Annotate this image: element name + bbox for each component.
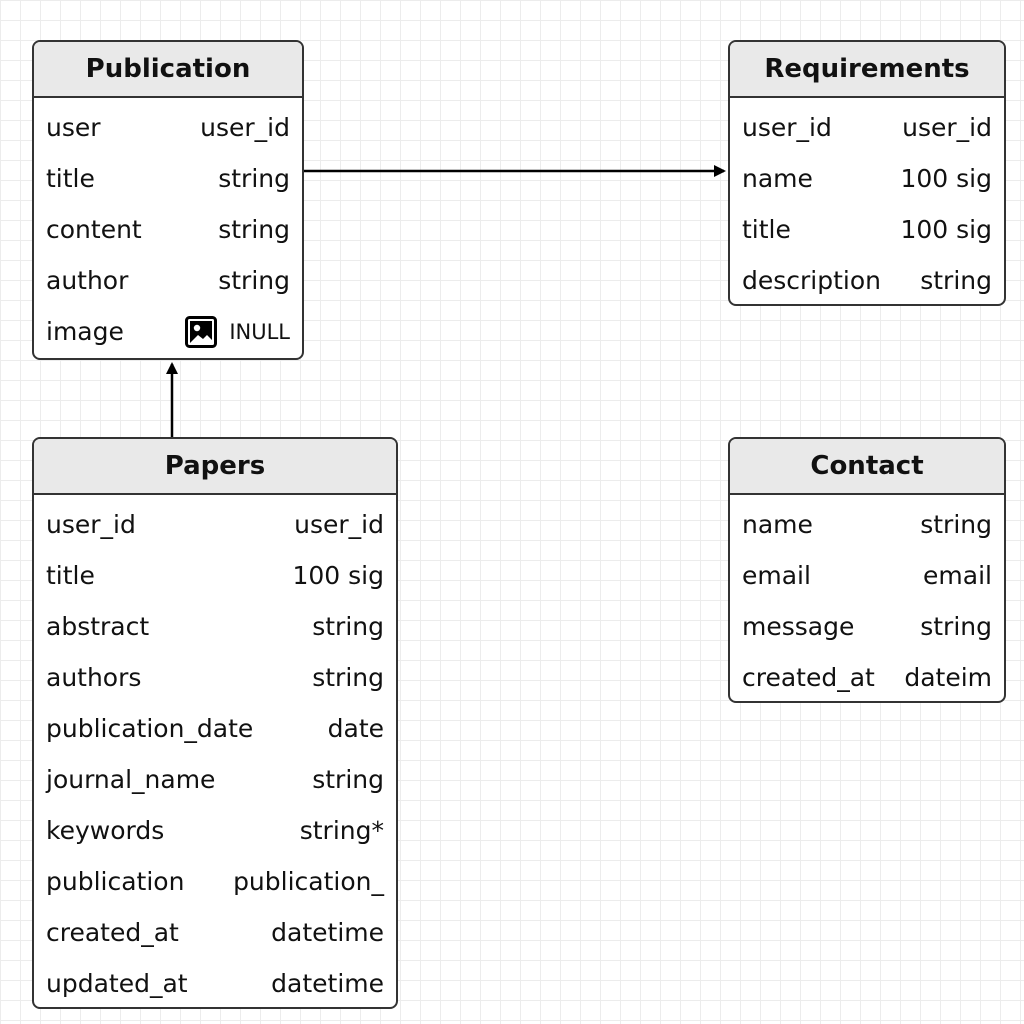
entity-title: Requirements [730,42,1004,98]
field-row: title 100 sig [742,204,992,255]
field-row: created_at dateim [742,652,992,701]
field-row: abstract string [46,601,384,652]
field-type: user_id [294,510,384,539]
field-name: user_id [742,113,832,142]
field-type: 100 sig [900,164,992,193]
field-name: user [46,113,101,142]
field-type: string [218,266,290,295]
field-name: description [742,266,882,295]
field-type: string [920,266,992,295]
field-name: title [742,215,791,244]
entity-publication[interactable]: Publication user user_id title string co… [32,40,304,360]
field-type: string [920,510,992,539]
field-row: journal_name string [46,754,384,805]
field-row: title string [46,153,290,204]
field-row: user user_id [46,102,290,153]
field-name: authors [46,663,142,692]
field-type: date [327,714,384,743]
field-row: publication publication_ [46,856,384,907]
field-type: user_id [902,113,992,142]
field-name: name [742,164,813,193]
field-name: title [46,561,95,590]
field-type: string* [299,816,384,845]
field-row: user_id user_id [46,499,384,550]
field-name: publication [46,867,185,896]
field-row: updated_at datetime [46,958,384,1007]
field-name: message [742,612,855,641]
field-row: created_at datetime [46,907,384,958]
field-type: string [312,663,384,692]
field-name: publication_date [46,714,254,743]
field-type: user_id [200,113,290,142]
field-type: dateim [904,663,992,692]
field-name: created_at [742,663,875,692]
field-type: string [218,215,290,244]
field-type: string [312,612,384,641]
field-name: image [46,317,124,346]
entity-papers[interactable]: Papers user_id user_id title 100 sig abs… [32,437,398,1009]
field-name: keywords [46,816,165,845]
field-type-group: INULL [185,315,290,348]
field-type: datetime [271,918,384,947]
field-name: author [46,266,129,295]
field-type: datetime [271,969,384,998]
field-row: email email [742,550,992,601]
field-row: user_id user_id [742,102,992,153]
field-row: title 100 sig [46,550,384,601]
field-row: content string [46,204,290,255]
field-row: image INULL [46,306,290,357]
entity-title: Papers [34,439,396,495]
field-name: title [46,164,95,193]
field-name: content [46,215,142,244]
field-row: publication_date date [46,703,384,754]
field-row: description string [742,255,992,304]
field-row: name string [742,499,992,550]
field-name: user_id [46,510,136,539]
field-row: authors string [46,652,384,703]
field-type: string [920,612,992,641]
field-name: abstract [46,612,150,641]
entity-title: Contact [730,439,1004,495]
entity-requirements[interactable]: Requirements user_id user_id name 100 si… [728,40,1006,306]
field-type: 100 sig [292,561,384,590]
field-name: updated_at [46,969,188,998]
field-type: string [312,765,384,794]
field-type: INULL [229,319,290,344]
entity-title: Publication [34,42,302,98]
field-row: name 100 sig [742,153,992,204]
entity-contact[interactable]: Contact name string email email message … [728,437,1006,703]
field-name: created_at [46,918,179,947]
field-row: message string [742,601,992,652]
field-type: 100 sig [900,215,992,244]
field-name: email [742,561,811,590]
field-row: keywords string* [46,805,384,856]
field-name: name [742,510,813,539]
field-type: string [218,164,290,193]
field-name: journal_name [46,765,216,794]
image-icon [185,315,218,348]
field-row: author string [46,255,290,306]
field-type: email [923,561,992,590]
field-type: publication_ [233,867,384,896]
